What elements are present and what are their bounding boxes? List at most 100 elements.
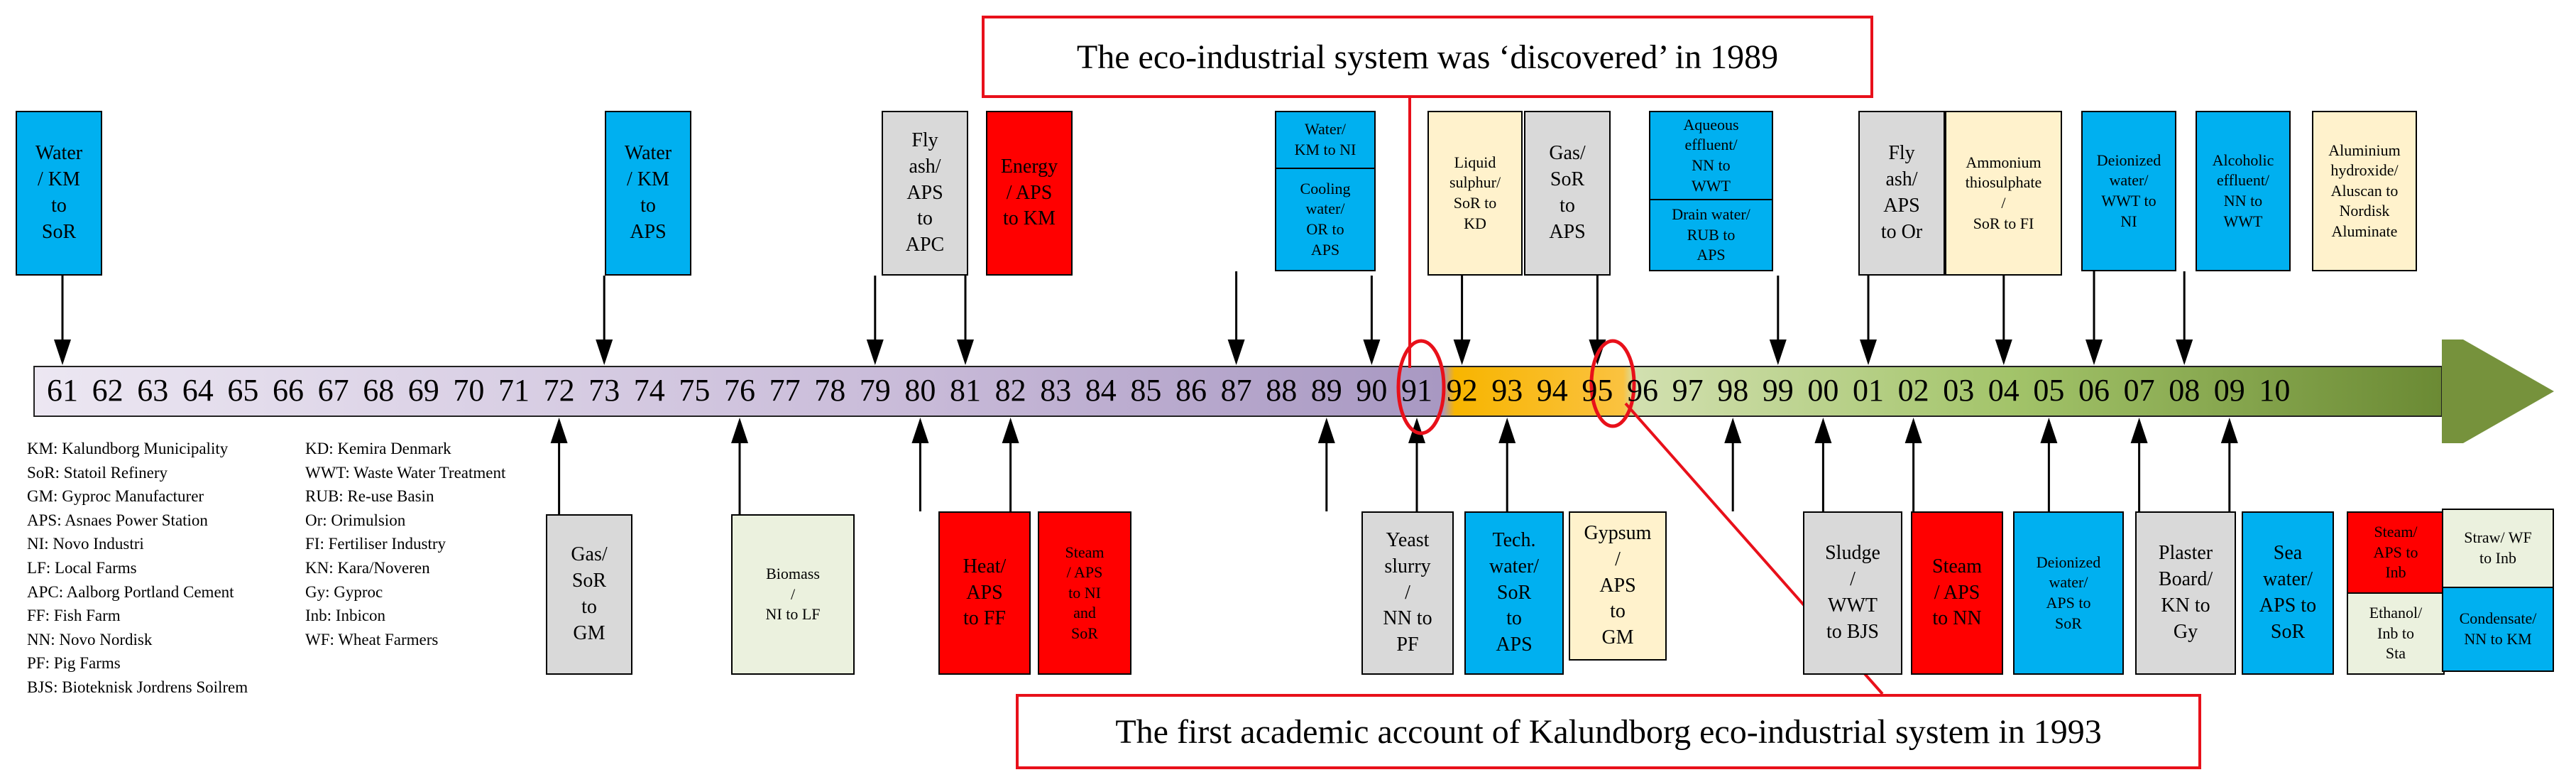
year-87: 87: [1220, 373, 1252, 408]
legend-entry: KM: Kalundborg Municipality: [27, 440, 229, 457]
event-bottom-00-box: Steam / APS to NN: [1911, 511, 2003, 675]
event-bottom-02-box: Deionized water/ APS to SoR: [2013, 511, 2124, 675]
event-bottom-10-box: Straw/ WF to Inb: [2442, 509, 2554, 588]
event-bottom-98-box: Sludge / WWT to BJS: [1803, 511, 1902, 675]
year-91: 91: [1401, 373, 1432, 408]
year-09: 09: [2213, 373, 2245, 408]
event-bottom-07-box: Sea water/ APS to SoR: [2242, 511, 2334, 675]
event-bottom-09-box: Steam/ APS to Inb: [2347, 511, 2445, 594]
event-bottom-93-box: Gypsum / APS to GM: [1569, 511, 1667, 661]
event-top-87-box: Water/ KM to NI: [1275, 111, 1376, 169]
year-78: 78: [814, 373, 846, 408]
event-top-92-box: Gas/ SoR to APS: [1524, 111, 1611, 276]
year-95: 95: [1582, 373, 1613, 408]
year-64: 64: [182, 373, 214, 408]
event-top-04-arrowhead: [1995, 340, 2012, 365]
year-74: 74: [633, 373, 665, 408]
legend-entry: Gy: Gyproc: [305, 582, 383, 601]
event-top-06-box: Alcoholic effluent/ NN to WWT: [2196, 111, 2291, 271]
legend-entry: NI: Novo Industri: [27, 535, 144, 553]
event-top-90-box: Liquid sulphur/ SoR to KD: [1427, 111, 1523, 276]
event-bottom-02-arrowhead: [1904, 418, 1922, 443]
event-bottom-76-box: Biomass / NI to LF: [731, 514, 855, 675]
event-top-01-arrowhead: [1860, 340, 1877, 365]
event-bottom-10-box-lower: Condensate/ NN to KM: [2442, 587, 2554, 672]
callout-academic-account-1993: The first academic account of Kalundborg…: [1016, 694, 2201, 769]
legend-entry: GM: Gyproc Manufacturer: [27, 487, 204, 506]
event-bottom-80-box: Heat/ APS to FF: [938, 511, 1031, 675]
legend-entry: WWT: Waste Water Treatment: [305, 463, 506, 482]
event-top-87-arrowhead: [1227, 340, 1245, 365]
year-04: 04: [1988, 373, 2019, 408]
legend-entry: Or: Orimulsion: [305, 511, 406, 529]
legend-entry: PF: Pig Farms: [27, 654, 121, 673]
event-top-73-arrowhead: [596, 340, 613, 365]
year-84: 84: [1085, 373, 1117, 408]
event-bottom-89-box: Yeast slurry / NN to PF: [1361, 511, 1454, 675]
event-bottom-05-box: Plaster Board/ KN to Gy: [2135, 511, 2236, 675]
year-10: 10: [2259, 373, 2291, 408]
event-bottom-82-box: Steam / APS to NI and SoR: [1038, 511, 1131, 675]
event-top-06-arrowhead: [2086, 340, 2103, 365]
year-05: 05: [2033, 373, 2065, 408]
year-85: 85: [1130, 373, 1162, 408]
event-top-08-box: Aluminium hydroxide/ Aluscan to Nordisk …: [2312, 111, 2417, 271]
legend-entry: FI: Fertiliser Industry: [305, 535, 446, 553]
event-bottom-76-arrowhead: [731, 418, 748, 443]
year-97: 97: [1672, 373, 1704, 408]
year-89: 89: [1310, 373, 1342, 408]
year-88: 88: [1266, 373, 1298, 408]
year-81: 81: [950, 373, 981, 408]
year-83: 83: [1040, 373, 1072, 408]
event-top-87-box-lower: Cooling water/ OR to APS: [1275, 168, 1376, 271]
event-top-95-box-lower: Drain water/ RUB to APS: [1649, 199, 1773, 271]
event-bottom-05-arrowhead: [2040, 418, 2058, 443]
year-76: 76: [724, 373, 755, 408]
event-bottom-07-arrowhead: [2130, 418, 2148, 443]
year-96: 96: [1627, 373, 1658, 408]
connector-arrows: [54, 271, 2238, 514]
year-01: 01: [1853, 373, 1884, 408]
year-71: 71: [498, 373, 530, 408]
event-bottom-93-arrowhead: [1498, 418, 1516, 443]
year-77: 77: [769, 373, 801, 408]
legend-entry: APS: Asnaes Power Station: [27, 511, 208, 529]
year-61: 61: [47, 373, 78, 408]
year-02: 02: [1897, 373, 1929, 408]
event-top-79-box: Fly ash/ APS to APC: [882, 111, 968, 276]
legend-entry: LF: Local Farms: [27, 559, 137, 577]
year-69: 69: [407, 373, 439, 408]
year-79: 79: [859, 373, 891, 408]
event-bottom-09-arrowhead: [2220, 418, 2238, 443]
event-bottom-91-box: Tech. water/ SoR to APS: [1464, 511, 1564, 675]
year-82: 82: [994, 373, 1026, 408]
year-62: 62: [92, 373, 124, 408]
event-top-81-arrowhead: [957, 340, 974, 365]
year-08: 08: [2169, 373, 2200, 408]
year-66: 66: [273, 373, 304, 408]
year-06: 06: [2078, 373, 2110, 408]
year-07: 07: [2123, 373, 2155, 408]
event-top-90-arrowhead: [1363, 340, 1381, 365]
year-00: 00: [1807, 373, 1839, 408]
year-73: 73: [588, 373, 620, 408]
event-bottom-98-arrowhead: [1724, 418, 1742, 443]
event-top-99-arrowhead: [1769, 340, 1787, 365]
event-top-04-box: Deionized water/ WWT to NI: [2081, 111, 2176, 271]
legend-entry: FF: Fish Farm: [27, 607, 121, 625]
year-80: 80: [904, 373, 936, 408]
year-93: 93: [1491, 373, 1523, 408]
event-top-61-arrowhead: [54, 340, 71, 365]
event-top-79-arrowhead: [866, 340, 884, 365]
year-98: 98: [1717, 373, 1749, 408]
year-67: 67: [317, 373, 349, 408]
year-03: 03: [1943, 373, 1975, 408]
event-top-92-arrowhead: [1453, 340, 1471, 365]
year-94: 94: [1536, 373, 1568, 408]
year-75: 75: [679, 373, 711, 408]
event-bottom-00-arrowhead: [1814, 418, 1832, 443]
event-bottom-72-arrowhead: [550, 418, 568, 443]
legend-entry: APC: Aalborg Portland Cement: [27, 582, 234, 601]
